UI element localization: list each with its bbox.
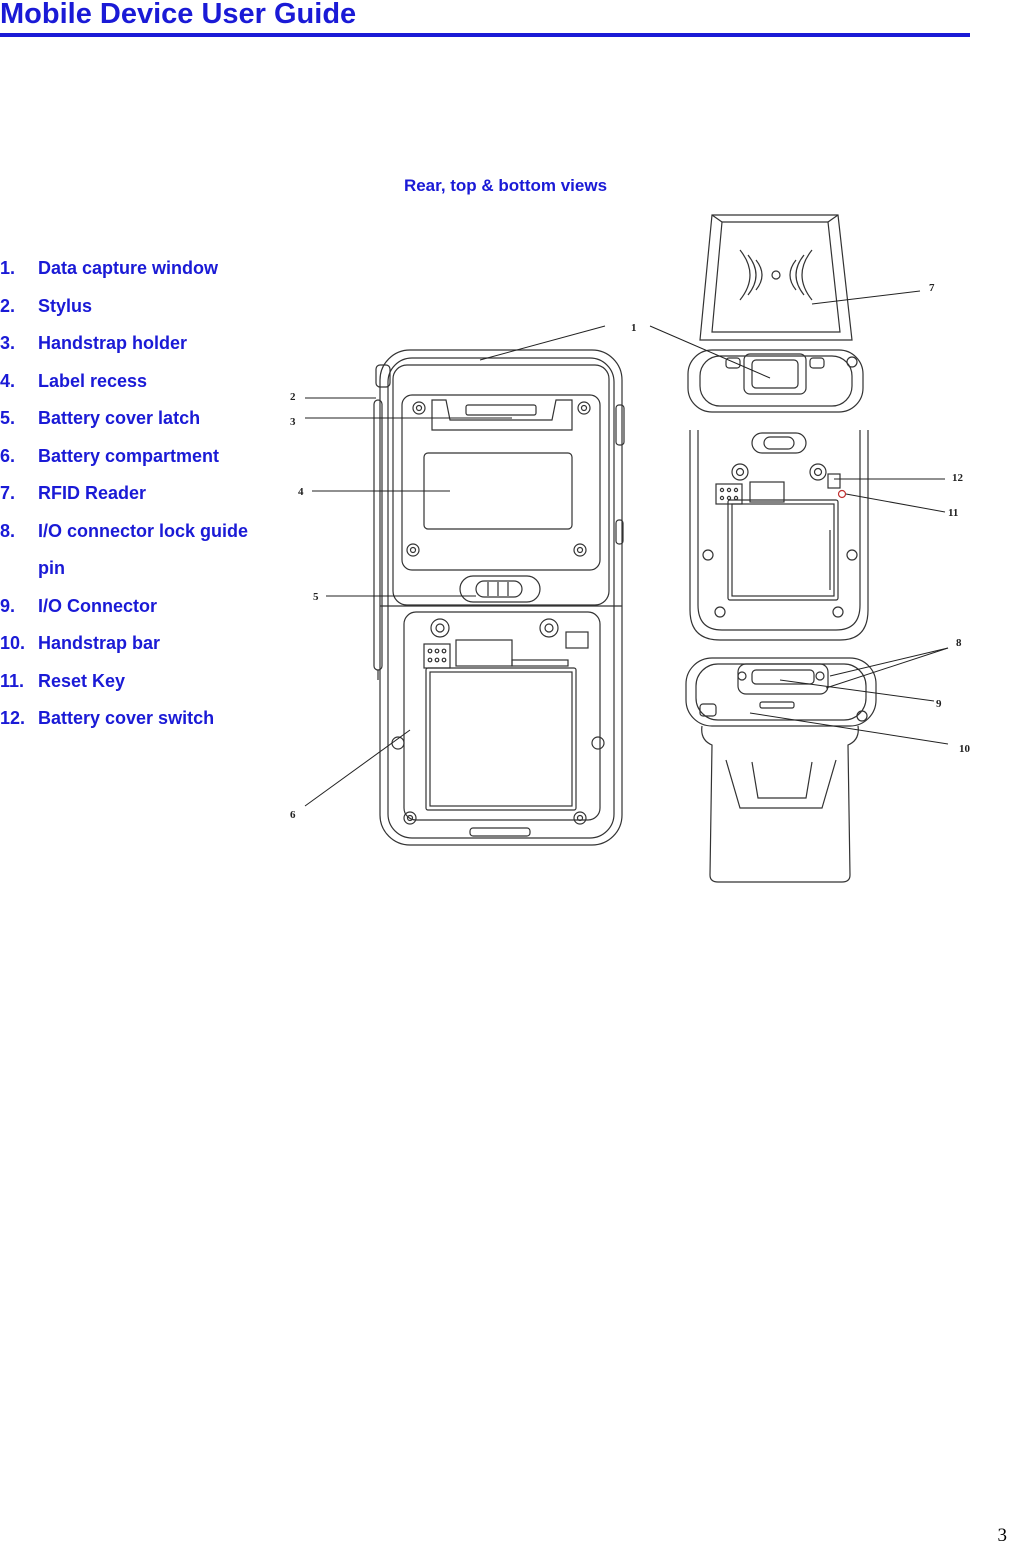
legend-label: Stylus (38, 295, 93, 316)
legend-number: 1. (0, 258, 16, 278)
legend-label: Handstrap bar (38, 633, 161, 653)
legend-item: 2. Stylus (0, 288, 263, 326)
callout-12: 12 (952, 472, 964, 484)
legend-number: 8. (0, 520, 16, 541)
legend-number: 11. (0, 670, 25, 691)
legend-item: 9. I/O Connector (0, 588, 263, 626)
device-diagram: 1 2 3 4 5 6 7 8 9 10 11 12 (290, 214, 971, 883)
legend-number: 2. (0, 295, 16, 316)
legend-item: 3. Handstrap holder (0, 325, 263, 363)
callout-10: 10 (959, 743, 971, 755)
document-title: Mobile Device User Guide (0, 0, 357, 30)
callout-6: 6 (290, 809, 296, 821)
rear-view-device (373, 349, 625, 846)
legend-label: Handstrap holder (38, 333, 188, 353)
parts-legend: 1. Data capture window 2. Stylus 3. Handstr… (0, 250, 263, 738)
legend-item: 6. Battery compartment (0, 438, 263, 476)
legend-number: 5. (0, 408, 16, 428)
legend-item: 8. I/O connector lock guide pin (0, 513, 263, 588)
legend-number: 7. (0, 483, 16, 503)
legend-number: 9. (0, 595, 16, 616)
legend-label: Data capture window (38, 258, 219, 278)
legend-number: 3. (0, 333, 16, 353)
legend-number: 10. (0, 633, 26, 653)
partial-rear-view (689, 430, 869, 641)
bottom-view-device (685, 657, 877, 883)
legend-label: I/O Connector (38, 595, 158, 616)
top-view-device (687, 214, 864, 413)
legend-label: Battery cover latch (38, 408, 201, 428)
callout-numbers: 1 2 3 4 5 6 7 8 9 10 11 12 (290, 282, 971, 821)
title-rule (0, 33, 970, 37)
legend-label: Reset Key (38, 670, 126, 691)
callout-7: 7 (929, 282, 935, 294)
leader-lines (304, 290, 949, 807)
callout-4: 4 (298, 486, 304, 498)
callout-1: 1 (631, 322, 637, 334)
legend-item: 10. Handstrap bar (0, 625, 263, 663)
callout-3: 3 (290, 416, 296, 428)
legend-number: 12. (0, 708, 26, 728)
callout-8: 8 (956, 637, 962, 649)
legend-item: 5. Battery cover latch (0, 400, 263, 438)
callout-5: 5 (313, 591, 319, 603)
legend-number: 4. (0, 370, 16, 391)
callout-9: 9 (936, 698, 942, 710)
legend-label: RFID Reader (38, 483, 147, 503)
legend-item: 12. Battery cover switch (0, 700, 263, 738)
legend-item: 11. Reset Key (0, 663, 263, 701)
legend-label: Label recess (38, 370, 148, 391)
legend-label: Battery cover switch (38, 708, 215, 728)
legend-number: 6. (0, 445, 16, 466)
callout-2: 2 (290, 391, 296, 403)
legend-item: 1. Data capture window (0, 250, 263, 288)
legend-label: Battery compartment (38, 445, 220, 466)
legend-label: I/O connector lock guide pin (38, 520, 249, 579)
page-number: 3 (997, 1525, 1008, 1546)
callout-11: 11 (948, 507, 958, 519)
figure-caption: Rear, top & bottom views (403, 176, 608, 195)
legend-item: 4. Label recess (0, 363, 263, 401)
legend-item: 7. RFID Reader (0, 475, 263, 513)
